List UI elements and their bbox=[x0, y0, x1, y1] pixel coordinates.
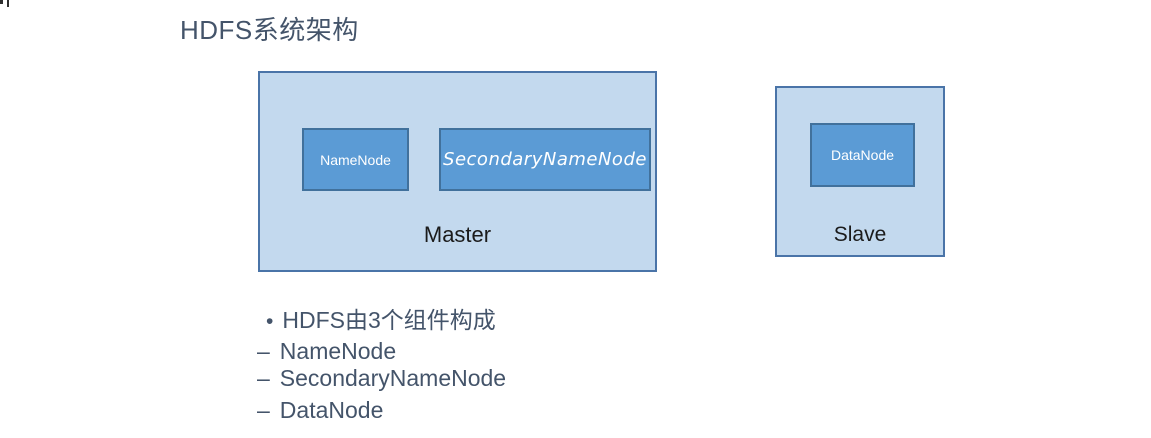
dash-marker: – bbox=[257, 397, 270, 423]
list-item: – NameNode bbox=[257, 338, 396, 365]
datanode-box: DataNode bbox=[810, 123, 915, 187]
list-item-text: SecondaryNameNode bbox=[279, 365, 507, 391]
slave-group-box: DataNode Slave bbox=[775, 86, 945, 257]
dash-marker: – bbox=[257, 338, 270, 364]
namenode-box: NameNode bbox=[302, 128, 409, 191]
video-frame-artifact bbox=[0, 0, 3, 4]
page-title: HDFS系统架构 bbox=[180, 15, 359, 45]
master-group-box: NameNode SecondaryNameNode Master bbox=[258, 71, 657, 272]
list-item: – SecondaryNameNode bbox=[257, 365, 506, 392]
list-item: – DataNode bbox=[257, 397, 383, 424]
secondarynamenode-box: SecondaryNameNode bbox=[439, 128, 651, 191]
list-item: • HDFS由3个组件构成 bbox=[266, 301, 496, 335]
list-item-text: DataNode bbox=[279, 397, 384, 423]
master-label: Master bbox=[423, 222, 492, 247]
list-item-text: NameNode bbox=[279, 338, 397, 364]
slave-label: Slave bbox=[833, 223, 887, 246]
dash-marker: – bbox=[257, 365, 270, 391]
video-frame-artifact bbox=[7, 0, 9, 7]
bullet-marker: • bbox=[266, 310, 274, 333]
list-item-text: HDFS由3个组件构成 bbox=[282, 307, 496, 333]
